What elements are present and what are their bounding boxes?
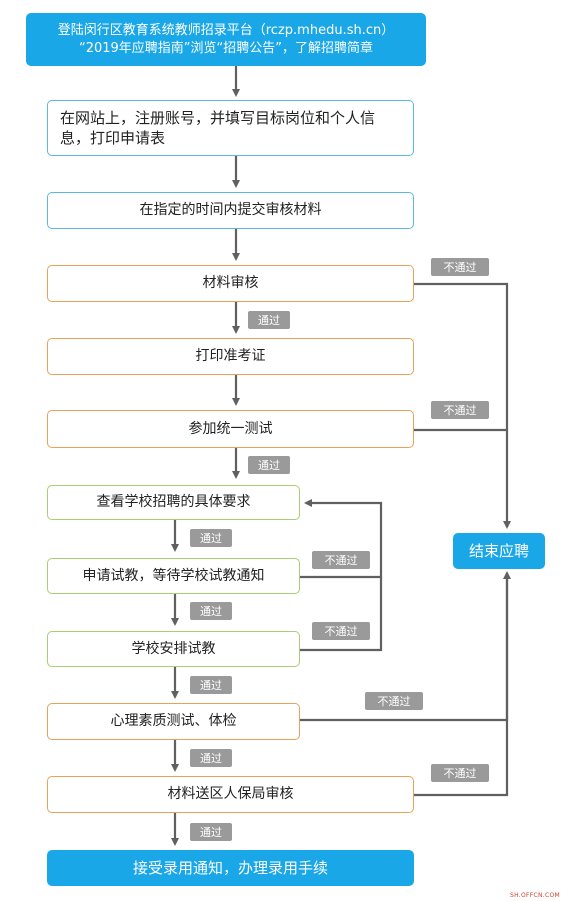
fail-line-review — [414, 282, 511, 529]
register-account-line2: 息，打印申请表 — [60, 129, 166, 147]
fail-badge-apply: 不通过 — [312, 551, 370, 569]
register-account-line1: 在网站上，注册账号，并填写目标岗位和个人信 — [60, 108, 376, 127]
unified-test-label: 参加统一测试 — [188, 420, 273, 437]
pass-badge-apply: 通过 — [190, 602, 232, 620]
fail-line-psych — [300, 573, 509, 722]
login-platform-line1: 登陆闵行区教育系统教师招录平台（rczp.mhedu.sh.cn） — [57, 22, 395, 38]
node-login-platform: 登陆闵行区教育系统教师招录平台（rczp.mhedu.sh.cn） “2019年… — [26, 13, 426, 66]
pass-badge-test: 通过 — [248, 456, 290, 474]
login-platform-line2: “2019年应聘指南”浏览“招聘公告”，了解招聘简章 — [78, 40, 374, 56]
pass-badge-review: 通过 — [248, 311, 290, 329]
node-arrange-trial: 学校安排试教 — [47, 631, 300, 667]
loop-line-trial — [300, 577, 383, 652]
node-unified-test: 参加统一测试 — [47, 410, 414, 448]
node-bureau-review: 材料送区人保局审核 — [47, 776, 414, 813]
fail-badge-test: 不通过 — [431, 401, 489, 419]
pass-badge-bureau: 通过 — [190, 823, 232, 841]
node-print-admission: 打印准考证 — [47, 338, 414, 375]
watermark: SH.OFFCN.COM — [509, 892, 560, 899]
fail-badge-trial: 不通过 — [312, 622, 370, 640]
node-psych-test: 心理素质测试、体检 — [47, 703, 300, 740]
node-submit-materials: 在指定的时间内提交审核材料 — [47, 192, 414, 229]
bureau-review-label: 材料送区人保局审核 — [167, 786, 294, 803]
pass-badge-psych: 通过 — [190, 749, 232, 767]
fail-badge-bureau: 不通过 — [431, 764, 489, 782]
submit-materials-label: 在指定的时间内提交审核材料 — [139, 202, 322, 219]
fail-line-bureau — [414, 571, 511, 797]
psych-test-label: 心理素质测试、体检 — [110, 713, 237, 730]
end-application-label: 结束应聘 — [468, 541, 529, 560]
node-apply-trial: 申请试教，等待学校试教通知 — [47, 558, 300, 594]
fail-badge-review: 不通过 — [431, 258, 489, 276]
print-admission-label: 打印准考证 — [195, 348, 266, 365]
node-register-account: 在网站上，注册账号，并填写目标岗位和个人信 息，打印申请表 — [47, 100, 414, 156]
fail-badge-psych: 不通过 — [365, 692, 423, 710]
pass-badge-trial: 通过 — [190, 676, 232, 694]
node-school-requirements: 查看学校招聘的具体要求 — [47, 485, 300, 520]
apply-trial-label: 申请试教，等待学校试教通知 — [82, 567, 265, 584]
node-accept-offer: 接受录用通知，办理录用手续 — [47, 850, 414, 886]
node-end-application: 结束应聘 — [453, 533, 545, 569]
pass-badge-requirements: 通过 — [190, 529, 232, 547]
school-requirements-label: 查看学校招聘的具体要求 — [96, 494, 251, 511]
arrange-trial-label: 学校安排试教 — [131, 640, 216, 657]
node-material-review: 材料审核 — [47, 265, 414, 302]
accept-offer-label: 接受录用通知，办理录用手续 — [132, 858, 328, 877]
material-review-label: 材料审核 — [202, 275, 259, 292]
loop-line-apply — [300, 499, 383, 579]
